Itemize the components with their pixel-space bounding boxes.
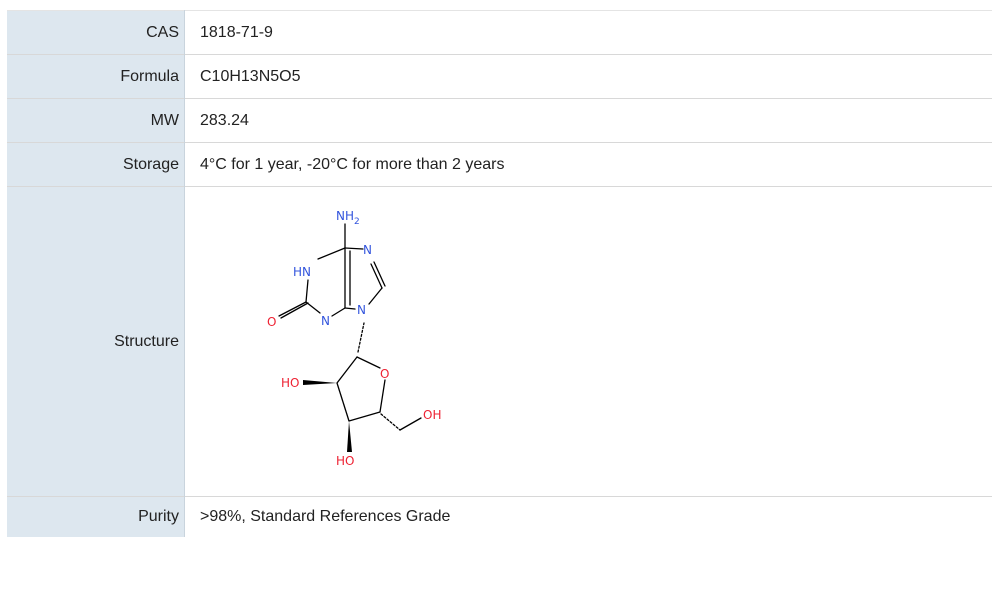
atom-ho-left: HO [281, 376, 299, 390]
bond-c2-c3 [336, 382, 350, 421]
storage-label: Storage [7, 142, 185, 187]
atom-n-glycosidic: N [357, 303, 366, 317]
row-cas: CAS 1818-71-9 [7, 10, 992, 55]
cas-label: CAS [7, 10, 185, 55]
bond-lines [278, 222, 422, 431]
formula-label: Formula [7, 54, 185, 99]
mw-label: MW [7, 98, 185, 143]
wedge-bond-2-oh [303, 379, 337, 385]
purity-label: Purity [7, 496, 185, 537]
row-formula: Formula C10H13N5O5 [7, 54, 992, 99]
row-mw: MW 283.24 [7, 98, 992, 143]
atom-o-ring: O [380, 367, 389, 381]
product-spec-table: CAS 1818-71-9 Formula C10H13N5O5 MW 283.… [7, 10, 992, 537]
storage-value: 4°C for 1 year, -20°C for more than 2 ye… [184, 142, 992, 187]
row-storage: Storage 4°C for 1 year, -20°C for more t… [7, 142, 992, 187]
atom-nh2: NH2 [336, 209, 360, 227]
chemical-structure-image: NH2 HN N N N O O HO HO OH [267, 209, 441, 468]
cas-value: 1818-71-9 [184, 10, 992, 55]
structure-label: Structure [7, 186, 185, 497]
atom-o-carbonyl: O [267, 315, 276, 329]
row-purity: Purity >98%, Standard References Grade [7, 496, 992, 537]
formula-value: C10H13N5O5 [184, 54, 992, 99]
atom-oh-right: OH [423, 408, 441, 422]
atom-ho-bottom: HO [336, 454, 354, 468]
mw-value: 283.24 [184, 98, 992, 143]
atom-n-mid: N [321, 314, 330, 328]
wedge-bond-3-oh [347, 420, 352, 452]
row-structure: Structure [7, 186, 992, 497]
product-spec-table-wrapper: CAS 1818-71-9 Formula C10H13N5O5 MW 283.… [7, 10, 992, 537]
structure-cell: NH2 HN N N N O O HO HO OH [184, 186, 992, 497]
atom-hn: HN [293, 265, 311, 279]
purity-value: >98%, Standard References Grade [184, 496, 992, 537]
atom-n-top: N [363, 243, 372, 257]
